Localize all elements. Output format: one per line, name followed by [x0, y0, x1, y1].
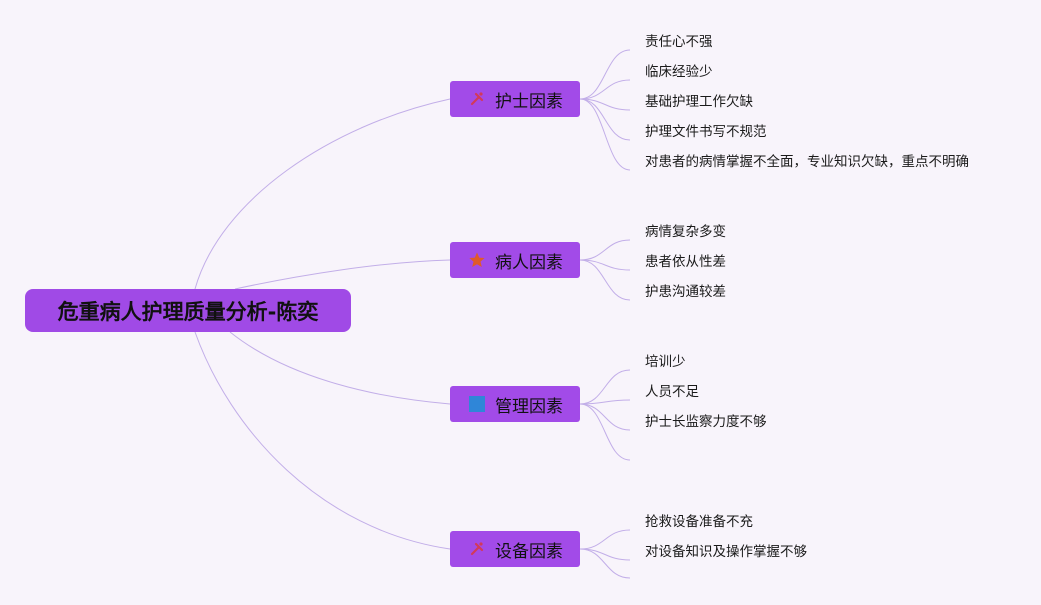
leaf-link-4-3: [579, 548, 631, 579]
star-icon: [467, 250, 487, 270]
leaf-link-4-2: [579, 548, 631, 561]
branch-label: 护士因素: [495, 91, 563, 112]
leaf-link-2-1: [579, 239, 631, 261]
leaf-link-3-1: [579, 369, 631, 405]
root-link-equipment: [194, 331, 451, 550]
leaf-item[interactable]: 责任心不强: [645, 34, 713, 50]
leaf-link-1-5: [579, 98, 631, 171]
leaf-link-3-2: [579, 399, 631, 405]
blue-square-icon: [467, 394, 487, 414]
leaf-item[interactable]: 抢救设备准备不充: [645, 514, 753, 530]
leaf-link-3-4: [579, 403, 631, 461]
root-topic[interactable]: 危重病人护理质量分析-陈奕: [25, 289, 351, 332]
leaf-item[interactable]: 对设备知识及操作掌握不够: [645, 544, 807, 560]
leaf-link-1-2: [579, 79, 631, 100]
tools-icon: [467, 89, 487, 109]
branch-nurse-factors[interactable]: 护士因素: [450, 81, 580, 117]
leaf-item[interactable]: 病情复杂多变: [645, 224, 726, 240]
branch-label: 管理因素: [495, 396, 563, 417]
root-link-nurse: [194, 98, 451, 290]
root-topic-label: 危重病人护理质量分析-陈奕: [57, 299, 319, 324]
leaf-link-1-4: [579, 98, 631, 141]
branch-management-factors[interactable]: 管理因素: [450, 386, 580, 422]
leaf-link-4-1: [579, 529, 631, 550]
leaf-link-1-1: [579, 49, 631, 100]
leaf-item[interactable]: 基础护理工作欠缺: [645, 94, 753, 110]
branch-equipment-factors[interactable]: 设备因素: [450, 531, 580, 567]
leaf-link-2-3: [579, 259, 631, 301]
leaf-item[interactable]: 护患沟通较差: [645, 284, 726, 300]
leaf-item[interactable]: 培训少: [645, 354, 686, 370]
leaf-item[interactable]: 护士长监察力度不够: [645, 414, 767, 430]
branch-patient-factors[interactable]: 病人因素: [450, 242, 580, 278]
root-link-management: [229, 331, 451, 405]
leaf-item[interactable]: 人员不足: [645, 384, 699, 400]
branch-label: 病人因素: [495, 252, 563, 273]
leaf-item[interactable]: 对患者的病情掌握不全面，专业知识欠缺，重点不明确: [645, 154, 969, 170]
leaf-item[interactable]: 护理文件书写不规范: [645, 124, 767, 140]
root-link-patient: [234, 259, 451, 290]
leaf-link-3-3: [579, 403, 631, 431]
branch-label: 设备因素: [495, 541, 563, 562]
leaf-item[interactable]: 患者依从性差: [645, 254, 726, 270]
tools-icon: [467, 539, 487, 559]
leaf-item[interactable]: 临床经验少: [645, 64, 713, 80]
